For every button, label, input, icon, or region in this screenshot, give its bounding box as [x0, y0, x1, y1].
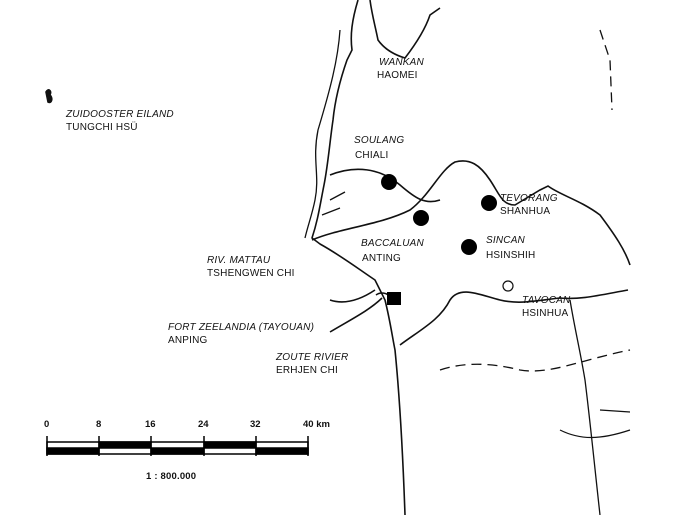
place-label-dutch: FORT ZEELANDIA (TAYOUAN) — [168, 322, 315, 333]
place-label-modern: HAOMEI — [377, 70, 418, 81]
village-marker-open — [502, 280, 514, 292]
river-inland — [569, 299, 601, 515]
boundary-dashed — [439, 349, 631, 372]
village-marker — [481, 195, 497, 211]
stream — [559, 409, 631, 439]
scale-bar — [46, 436, 309, 456]
place-label-dutch: SINCAN — [486, 235, 525, 246]
place-label-dutch: BACCALUAN — [361, 238, 424, 249]
place-label-modern: SHANHUA — [500, 206, 551, 217]
scale-tick-label: 32 — [250, 419, 261, 430]
place-label-modern: HSINSHIH — [486, 250, 536, 261]
place-label-modern: TSHENGWEN CHI — [207, 268, 295, 279]
coastline — [311, 0, 406, 515]
scale-tick-label: 24 — [198, 419, 209, 430]
place-label-modern: ANTING — [362, 253, 401, 264]
place-label-modern: ERHJEN CHI — [276, 365, 339, 376]
scale-tick-label: 0 — [44, 419, 50, 430]
place-label-modern: HSINHUA — [522, 308, 569, 319]
place-label-dutch: ZUIDOOSTER EILAND — [66, 109, 174, 120]
river-south — [399, 289, 629, 346]
scale-tick-label: 40 km — [303, 419, 330, 430]
place-label-dutch: WANKAN — [379, 57, 424, 68]
village-marker — [413, 210, 429, 226]
place-label-dutch: TAVOCAN — [522, 295, 571, 306]
place-label-dutch: ZOUTE RIVIER — [276, 352, 349, 363]
boundary-dashed-north — [599, 29, 613, 111]
village-marker — [461, 239, 477, 255]
sandbank-2 — [321, 191, 346, 216]
island — [45, 89, 53, 104]
place-label-dutch: RIV. MATTAU — [207, 255, 271, 266]
scale-tick-label: 16 — [145, 419, 156, 430]
lagoon-shore — [311, 160, 631, 266]
place-label-dutch: TEVORANG — [500, 193, 558, 204]
scale-ratio: 1 : 800.000 — [146, 471, 197, 482]
sandbank — [304, 29, 341, 239]
river-mattau — [329, 289, 376, 303]
coast-west — [369, 0, 441, 59]
place-label-modern: ANPING — [168, 335, 208, 346]
village-marker — [381, 174, 397, 190]
place-label-dutch: SOULANG — [354, 135, 405, 146]
scale-tick-label: 8 — [96, 419, 102, 430]
fort-marker — [387, 292, 401, 305]
place-label-modern: TUNGCHI HSÜ — [66, 122, 138, 133]
lagoon-shore-2 — [329, 168, 441, 203]
place-label-modern: CHIALI — [355, 150, 389, 161]
